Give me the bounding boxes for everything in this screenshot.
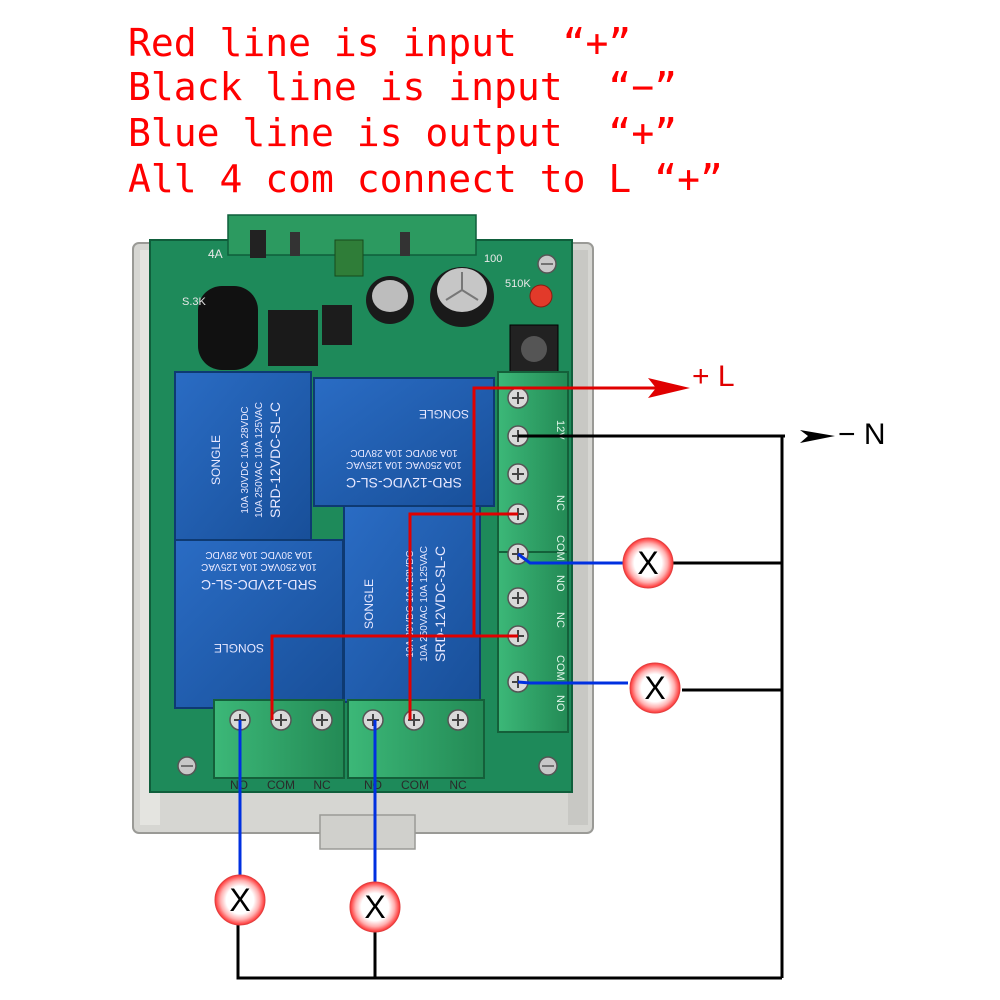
right-terminal-labels: 12V NC COM NO NC COM NO — [554, 420, 566, 712]
decoder-chip — [268, 310, 318, 366]
relay-1-brand: SONGLE — [209, 435, 223, 485]
relay-3-rating-2: 10A 30VDC 10A 28VDC — [205, 549, 312, 560]
caption-line-black: Black line is input “−” — [128, 65, 678, 109]
live-wires — [270, 386, 660, 720]
relay-2-model: SRD-12VDC-SL-C — [346, 475, 462, 491]
bottom-label-com-2: COM — [401, 778, 429, 792]
relay-4: SRD-12VDC-SL-C 10A 250VAC 10A 125VAC 10A… — [343, 505, 481, 703]
lamp-2-symbol: X — [644, 670, 665, 706]
capacitor-large — [430, 267, 494, 327]
lamp-4-symbol: X — [364, 889, 385, 925]
live-label: + L — [692, 360, 735, 393]
live-wire-com-bottom-right — [408, 512, 474, 720]
relay-2-rating-2: 10A 30VDC 10A 28VDC — [350, 447, 457, 458]
relay-2-brand: SONGLE — [419, 407, 469, 421]
lamp-1: X — [622, 537, 674, 589]
bottom-label-nc-1: NC — [313, 778, 331, 792]
bottom-terminal-screw-4 — [362, 709, 384, 731]
right-label-nc-1: NC — [554, 495, 566, 511]
neutral-label: − N — [838, 418, 886, 451]
relay-2-rating-1: 10A 250VAC 10A 125VAC — [346, 459, 462, 470]
lamp-3-symbol: X — [229, 882, 250, 918]
relay-1-rating-1: 10A 250VAC 10A 125VAC — [254, 402, 265, 518]
relay-3-model: SRD-12VDC-SL-C — [201, 577, 317, 593]
relay-3-brand: SONGLE — [214, 641, 264, 655]
right-label-no-2: NO — [554, 695, 566, 712]
right-label-nc-2: NC — [554, 612, 566, 628]
lamp-4: X — [349, 881, 401, 933]
bottom-terminal-screw-6 — [447, 709, 469, 731]
live-wire-main — [472, 386, 660, 398]
right-label-com-2: COM — [554, 655, 566, 681]
output-wire-lamp-2 — [517, 680, 628, 685]
bottom-label-nc-2: NC — [449, 778, 467, 792]
status-led — [529, 284, 553, 308]
bottom-terminal-screw-3 — [311, 709, 333, 731]
caption-line-red: Red line is input “+” — [128, 21, 632, 65]
relay-3: SRD-12VDC-SL-C 10A 250VAC 10A 125VAC 10A… — [174, 539, 344, 709]
live-arrow-head — [648, 378, 690, 398]
right-terminal-screw-6 — [507, 587, 529, 609]
receiver-module — [227, 214, 477, 277]
relay-1-rating-2: 10A 30VDC 10A 28VDC — [240, 406, 251, 513]
capacitor-small — [366, 276, 414, 324]
live-wire-com-bottom-left — [270, 634, 518, 720]
bottom-label-no-2: NO — [364, 778, 382, 792]
lamp-2: X — [629, 662, 681, 714]
relay-1: SRD-12VDC-SL-C 10A 250VAC 10A 125VAC 10A… — [174, 371, 312, 541]
bottom-terminal-labels: NO COM NC NO COM NC — [230, 778, 467, 792]
neutral-wires — [236, 434, 785, 980]
bottom-terminal-screw-2 — [270, 709, 292, 731]
relay-1-model: SRD-12VDC-SL-C — [267, 402, 283, 518]
lamp-3: X — [214, 874, 266, 926]
relay-4-rating-1: 10A 250VAC 10A 125VAC — [419, 546, 430, 662]
pcb-cap-mark: 100 — [484, 253, 502, 265]
output-wire-lamp-1 — [517, 552, 624, 565]
neutral-arrow-head — [800, 430, 835, 443]
relay-4-brand: SONGLE — [362, 579, 376, 629]
relay-4-model: SRD-12VDC-SL-C — [432, 546, 448, 662]
relay-2: SRD-12VDC-SL-C 10A 250VAC 10A 125VAC 10A… — [313, 377, 495, 507]
antenna-coil — [198, 286, 258, 370]
pcb-jumper-mark: S.3K — [182, 296, 207, 308]
learn-button — [509, 324, 559, 374]
output-wires — [238, 552, 628, 884]
right-label-com-1: COM — [554, 535, 566, 561]
relay-3-rating-1: 10A 250VAC 10A 125VAC — [201, 561, 317, 572]
pcb-rating-mark: 4A — [208, 247, 223, 261]
caption-line-com: All 4 com connect to L “+” — [128, 157, 723, 201]
right-terminal-screw-1 — [507, 387, 529, 409]
right-label-no-1: NO — [554, 575, 566, 592]
caption-line-blue: Blue line is output “+” — [128, 111, 678, 155]
lamp-1-symbol: X — [637, 545, 658, 581]
neutral-wire-bottom-loop — [236, 923, 782, 980]
pcb-resistor-mark: 510K — [505, 278, 531, 290]
right-terminal-screw-3 — [507, 463, 529, 485]
bottom-label-com-1: COM — [267, 778, 295, 792]
bottom-terminal-screw-5 — [403, 709, 425, 731]
